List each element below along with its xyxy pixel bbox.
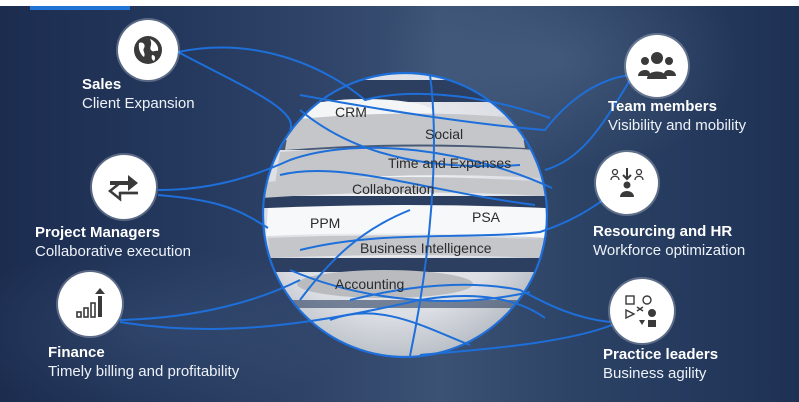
node-team-members-title: Team members [608, 98, 717, 115]
band-label-psa: PSA [472, 209, 501, 225]
band-time-expenses [275, 146, 540, 184]
band-label-business-intelligence: Business Intelligence [360, 240, 492, 256]
shapes-flow-icon [610, 279, 674, 343]
node-team-members: Team members Visibility and mobility [608, 98, 746, 135]
node-sales-subtitle: Client Expansion [82, 95, 195, 112]
globe-icon [118, 20, 178, 80]
band-label-accounting: Accounting [335, 276, 405, 292]
node-sales-title: Sales [82, 76, 122, 93]
node-finance-title: Finance [48, 344, 105, 361]
people-group-icon [626, 35, 688, 97]
band-collaboration [263, 177, 547, 198]
band-accounting [297, 270, 473, 298]
node-project-managers-title: Project Managers [35, 224, 161, 241]
top-white-bar [0, 0, 799, 6]
connector-lines [119, 46, 631, 359]
node-resourcing-hr-subtitle: Workforce optimization [593, 242, 746, 259]
band-social [285, 113, 525, 150]
node-finance-subtitle: Timely billing and profitability [48, 363, 240, 380]
band-label-collaboration: Collaboration [352, 181, 435, 197]
exchange-arrows-icon [92, 155, 156, 219]
node-sales: Sales Client Expansion [82, 76, 195, 113]
band-ppm-psa [266, 205, 547, 238]
node-project-managers-subtitle: Collaborative execution [35, 243, 191, 260]
band-label-crm: CRM [335, 104, 367, 120]
node-resourcing-hr-title: Resourcing and HR [593, 223, 733, 240]
node-practice-leaders: Practice leaders Business agility [603, 346, 718, 383]
node-practice-leaders-title: Practice leaders [603, 346, 719, 363]
node-finance: Finance Timely billing and profitability [48, 344, 239, 381]
growth-bars-icon [58, 272, 122, 336]
node-project-managers: Project Managers Collaborative execution [35, 224, 191, 261]
resource-assign-icon [596, 152, 658, 214]
band-label-social: Social [425, 126, 464, 142]
band-label-ppm: PPM [310, 215, 341, 231]
node-team-members-subtitle: Visibility and mobility [608, 117, 747, 134]
node-practice-leaders-subtitle: Business agility [603, 365, 707, 382]
band-label-time-expenses: Time and Expenses [388, 155, 512, 171]
top-accent-bar [30, 6, 130, 10]
node-resourcing-hr: Resourcing and HR Workforce optimization [593, 223, 745, 260]
band-business-intelligence [268, 235, 545, 258]
